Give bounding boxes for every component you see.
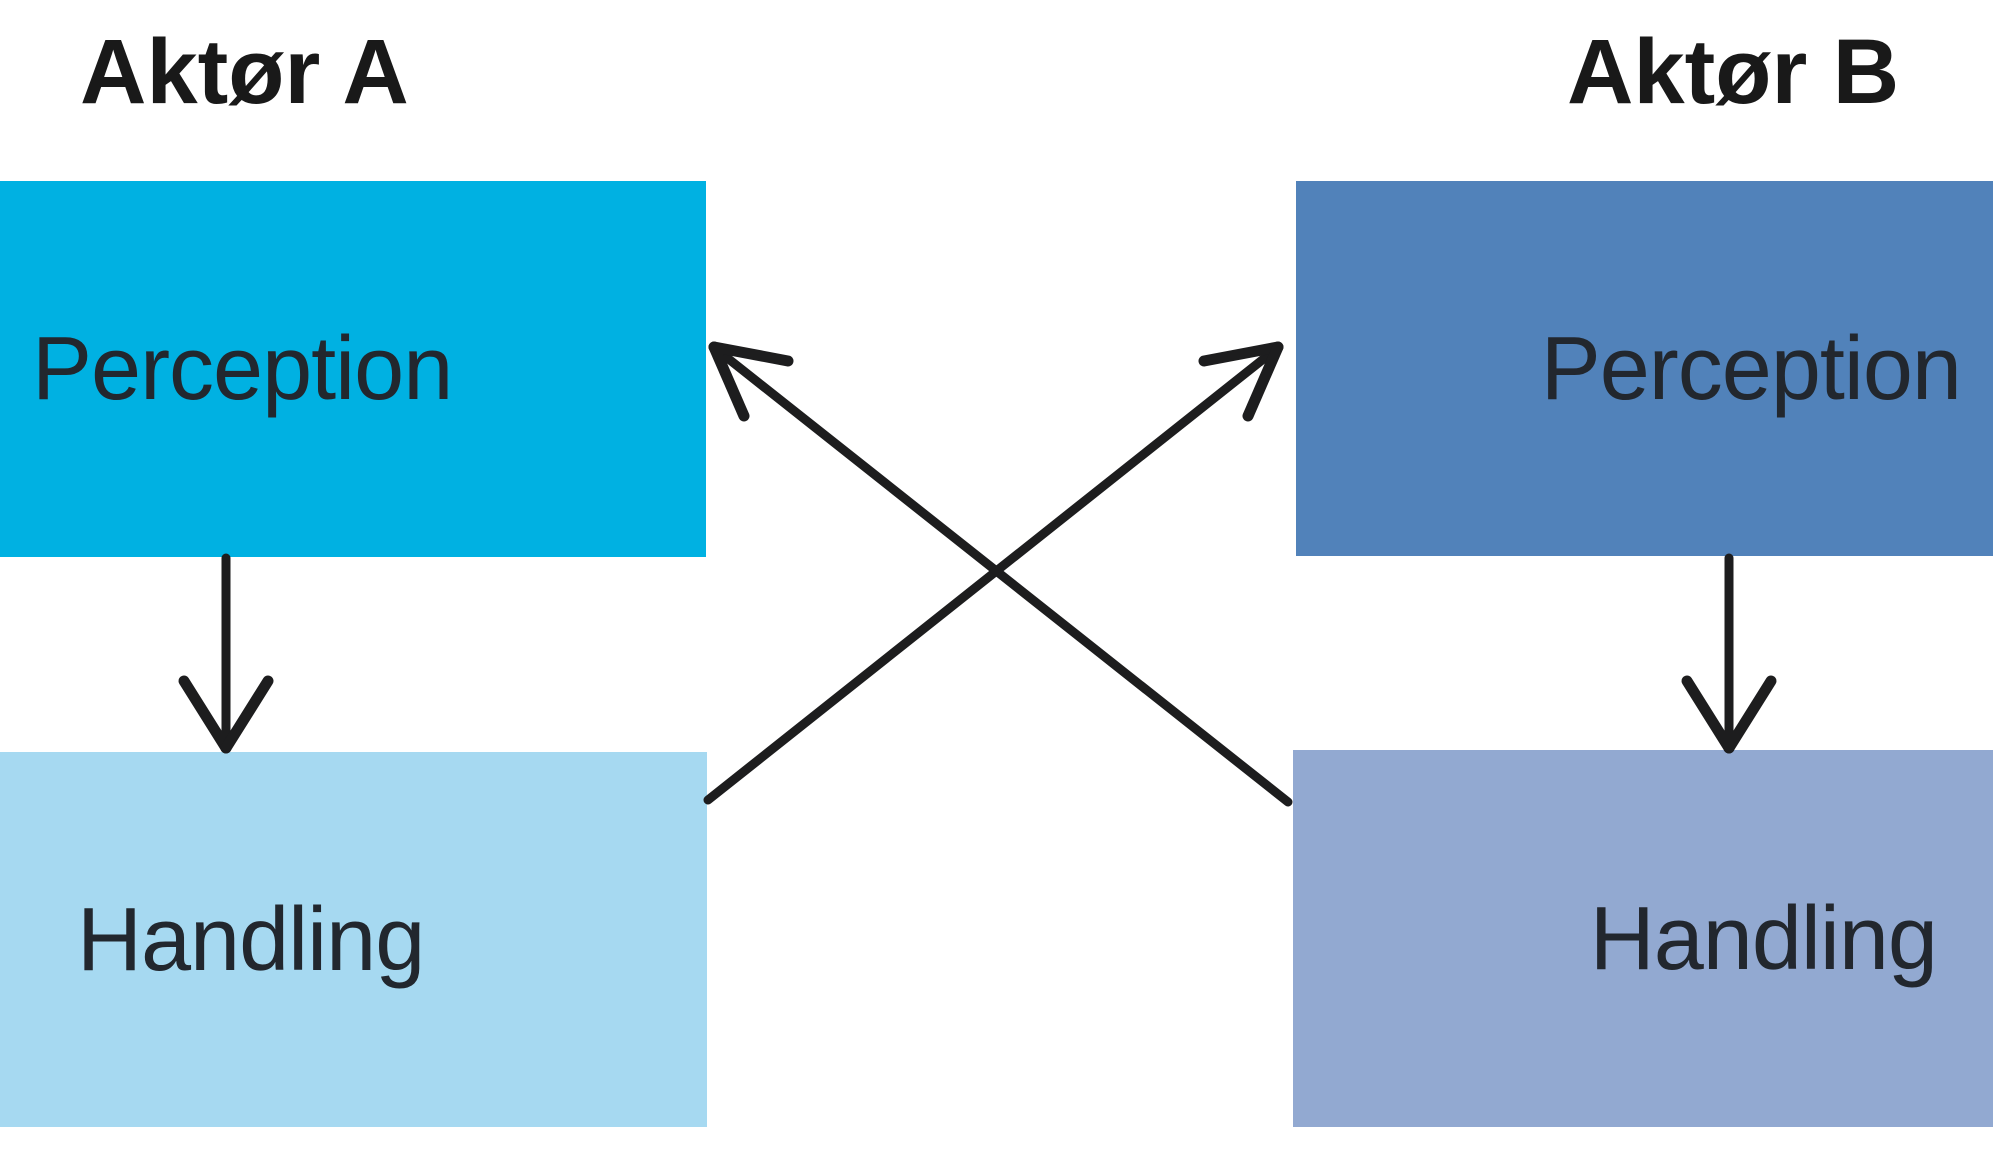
perception-b-box: Perception <box>1296 181 1993 556</box>
actor-a-label: Aktør A <box>80 21 409 123</box>
perception-b-label: Perception <box>1540 318 1962 419</box>
handling-a-label: Handling <box>77 889 425 990</box>
arrow-perception-b-to-handling-b <box>1681 553 1777 754</box>
handling-a-box: Handling <box>0 752 707 1127</box>
actor-b-label: Aktør B <box>1567 21 1900 123</box>
arrow-handling-a-to-perception-b <box>703 341 1284 805</box>
perception-a-box: Perception <box>0 181 706 557</box>
arrow-perception-a-to-handling-a <box>178 553 274 754</box>
handling-b-box: Handling <box>1293 750 1993 1127</box>
handling-b-label: Handling <box>1589 888 1938 989</box>
arrow-handling-b-to-perception-a <box>708 341 1293 807</box>
perception-a-label: Perception <box>32 319 453 419</box>
